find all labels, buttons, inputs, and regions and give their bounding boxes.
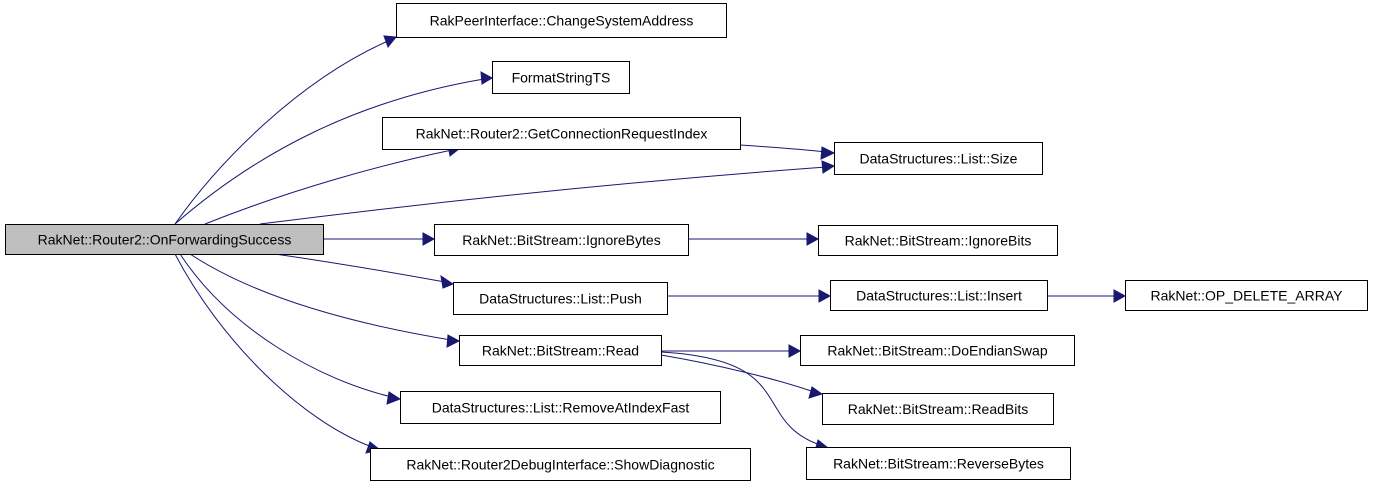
arrowhead-icon — [440, 274, 455, 289]
function-node[interactable]: RakNet::BitStream::ReverseBytes — [806, 447, 1071, 480]
edge-n3-to-n4 — [739, 144, 836, 160]
edge-n5-to-n6 — [688, 232, 820, 246]
node-label: DataStructures::List::Size — [860, 151, 1018, 167]
node-label: RakPeerInterface::ChangeSystemAddress — [430, 13, 694, 29]
edge-n10-to-n11 — [661, 344, 802, 358]
edge-line — [174, 253, 373, 448]
edge-root-to-n5 — [323, 232, 436, 246]
edge-root-to-n15 — [174, 253, 382, 454]
edge-line — [174, 78, 485, 225]
arrowhead-icon — [446, 334, 461, 348]
function-node[interactable]: RakNet::BitStream::ReadBits — [822, 393, 1054, 425]
edge-line — [189, 253, 452, 341]
function-node[interactable]: DataStructures::List::Push — [453, 282, 668, 315]
edge-line — [660, 354, 815, 393]
node-box — [5, 224, 324, 255]
edge-line — [204, 149, 453, 225]
node-box — [459, 335, 662, 366]
function-node[interactable]: RakPeerInterface::ChangeSystemAddress — [396, 3, 727, 38]
arrowhead-icon — [386, 391, 402, 405]
edge-n7-to-n8 — [667, 289, 832, 303]
node-box — [492, 61, 630, 94]
node-box — [822, 393, 1054, 425]
function-node[interactable]: RakNet::BitStream::DoEndianSwap — [800, 335, 1075, 366]
root-node[interactable]: RakNet::Router2::OnForwardingSuccess — [5, 224, 324, 255]
nodes: RakNet::Router2::OnForwardingSuccess RakP… — [5, 3, 1368, 481]
node-box — [834, 142, 1043, 175]
edge-line — [660, 351, 821, 446]
edge-n8-to-n9 — [1047, 289, 1127, 303]
arrowhead-icon — [806, 232, 820, 246]
node-box — [1125, 280, 1368, 311]
edge-line — [259, 166, 827, 225]
arrowhead-icon — [383, 35, 397, 49]
node-box — [453, 282, 668, 315]
edge-root-to-n10 — [189, 253, 461, 348]
node-box — [818, 225, 1058, 256]
edge-root-to-n7 — [274, 253, 455, 289]
node-label: DataStructures::List::RemoveAtIndexFast — [432, 400, 690, 416]
node-label: RakNet::Router2DebugInterface::ShowDiagn… — [406, 457, 714, 473]
arrowhead-icon — [480, 71, 494, 85]
function-node[interactable]: DataStructures::List::Insert — [830, 280, 1048, 311]
edge-root-to-n1 — [174, 35, 397, 225]
arrowhead-icon — [808, 386, 824, 399]
node-label: RakNet::BitStream::DoEndianSwap — [827, 343, 1047, 359]
edges — [174, 35, 1127, 454]
arrowhead-icon — [1113, 289, 1127, 303]
edge-line — [739, 144, 827, 153]
arrowhead-icon — [821, 160, 836, 174]
node-label: RakNet::BitStream::ReadBits — [848, 401, 1029, 417]
node-box — [830, 280, 1048, 311]
function-node[interactable]: RakNet::Router2::GetConnectionRequestInd… — [382, 117, 741, 150]
node-box — [382, 117, 741, 150]
function-node[interactable]: RakNet::BitStream::Read — [459, 335, 662, 366]
edge-line — [179, 253, 393, 398]
edge-root-to-n14 — [179, 253, 402, 405]
arrowhead-icon — [818, 289, 832, 303]
node-label: DataStructures::List::Insert — [856, 288, 1022, 304]
edge-root-to-n3 — [204, 143, 462, 225]
node-label: DataStructures::List::Push — [479, 291, 642, 307]
edge-line — [174, 40, 389, 225]
node-box — [800, 335, 1075, 366]
node-label: RakNet::Router2::GetConnectionRequestInd… — [416, 126, 708, 142]
node-label: FormatStringTS — [512, 70, 611, 86]
arrowhead-icon — [422, 232, 436, 246]
node-label: RakNet::OP_DELETE_ARRAY — [1151, 288, 1344, 304]
edge-root-to-n2 — [174, 71, 494, 225]
node-label: RakNet::BitStream::Read — [482, 343, 639, 359]
function-node[interactable]: RakNet::BitStream::IgnoreBits — [818, 225, 1058, 256]
function-node[interactable]: DataStructures::List::RemoveAtIndexFast — [400, 391, 721, 424]
node-label: RakNet::BitStream::IgnoreBytes — [462, 232, 660, 248]
node-box — [806, 447, 1071, 480]
arrowhead-icon — [788, 344, 802, 358]
node-box — [434, 224, 689, 256]
edge-line — [274, 253, 446, 283]
node-box — [400, 391, 721, 424]
node-label: RakNet::BitStream::ReverseBytes — [833, 456, 1044, 472]
function-node[interactable]: RakNet::Router2DebugInterface::ShowDiagn… — [370, 448, 751, 481]
node-label: RakNet::Router2::OnForwardingSuccess — [38, 232, 292, 248]
node-box — [396, 3, 727, 38]
function-node[interactable]: FormatStringTS — [492, 61, 630, 94]
node-label: RakNet::BitStream::IgnoreBits — [845, 233, 1032, 249]
function-node[interactable]: RakNet::BitStream::IgnoreBytes — [434, 224, 689, 256]
node-box — [370, 448, 751, 481]
function-node[interactable]: RakNet::OP_DELETE_ARRAY — [1125, 280, 1368, 311]
arrowhead-icon — [820, 146, 836, 160]
edge-root-to-n4 — [259, 160, 836, 225]
function-node[interactable]: DataStructures::List::Size — [834, 142, 1043, 175]
